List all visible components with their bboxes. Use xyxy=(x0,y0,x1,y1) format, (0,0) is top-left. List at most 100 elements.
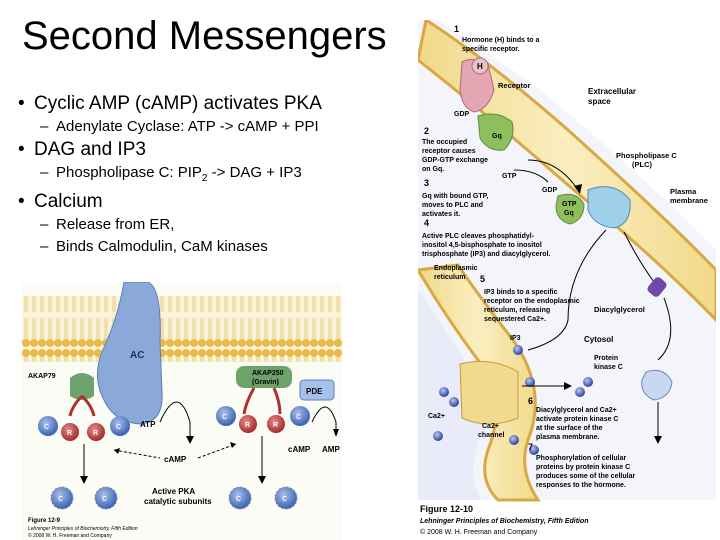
svg-text:R: R xyxy=(67,430,72,437)
er-membrane-shape xyxy=(418,263,541,502)
figure-12-9-pka-diagram: AC AKAP79 C R R C ATP cAMP AKAP250 (Grav… xyxy=(22,282,342,540)
figure-12-10-plc-diagram: H Receptor 1 Hormone (H) binds to a spec… xyxy=(418,20,716,536)
label-gq: Gq xyxy=(492,133,502,140)
svg-text:C: C xyxy=(222,414,227,421)
step-5-text-b: receptor on the endoplasmic xyxy=(484,298,580,305)
step-4-number: 4 xyxy=(424,218,429,228)
label-amp: AMP xyxy=(322,445,340,454)
step-2-number: 2 xyxy=(424,126,429,136)
label-reticulum: reticulum xyxy=(434,274,466,281)
active-catalytic-subunits: C C C C xyxy=(50,486,298,510)
step-6-text-a: Diacylglycerol and Ca2+ xyxy=(536,407,617,414)
label-ca-channel: channel xyxy=(478,432,505,439)
step-6-text-c: at the surface of the xyxy=(536,425,603,432)
akap79-shape xyxy=(70,373,94,400)
step-6-text-d: plasma membrane. xyxy=(536,434,599,441)
svg-text:C: C xyxy=(102,496,107,503)
bullet-list: Cyclic AMP (cAMP) activates PKA Adenylat… xyxy=(10,92,410,258)
label-camp: cAMP xyxy=(164,455,187,464)
label-active-pka: Active PKA xyxy=(152,487,195,496)
step-3-number: 3 xyxy=(424,178,429,188)
gq-gtp-shape xyxy=(555,193,585,225)
step-2-text-c: GDP-GTP exchange xyxy=(422,157,488,164)
label-ca-channel-ca: Ca2+ xyxy=(482,423,499,430)
step-3-text-c: activates it. xyxy=(422,211,460,218)
step-7-text-c: produces some of the cellular xyxy=(536,473,635,480)
svg-text:C: C xyxy=(58,496,63,503)
slide-title: Second Messengers xyxy=(22,14,387,58)
pka-r-subunit xyxy=(61,423,79,441)
label-h: H xyxy=(477,62,483,71)
hormone-shape xyxy=(471,57,489,75)
step-1-text-a: Hormone (H) binds to a xyxy=(462,37,539,44)
svg-text:C: C xyxy=(236,496,241,503)
svg-text:C: C xyxy=(282,496,287,503)
dag-molecule xyxy=(647,277,667,297)
gq-protein-shape xyxy=(477,113,514,151)
pka-c-subunit xyxy=(290,406,310,426)
svg-text:R: R xyxy=(93,430,98,437)
step-7-number: 7 xyxy=(528,442,533,452)
step-4-text-c: trisphosphate (IP3) and diacylglycerol. xyxy=(422,251,550,258)
label-gdp: GDP xyxy=(454,111,470,118)
label-phospholipase: Phospholipase C xyxy=(616,151,677,160)
fig-12-10-number: Figure 12-10 xyxy=(420,504,473,514)
label-membrane: membrane xyxy=(670,196,708,205)
plc-shape xyxy=(587,186,631,229)
step-7-text-d: responses to the hormone. xyxy=(536,482,626,489)
pkc-shape xyxy=(641,369,673,401)
fig-12-10-book: Lehninger Principles of Biochemistry, Fi… xyxy=(420,518,589,525)
fig-12-9-copyright: © 2008 W. H. Freeman and Company xyxy=(28,532,112,539)
label-gq-2: Gq xyxy=(564,210,574,217)
label-pde: PDE xyxy=(306,387,323,396)
calcium-ions xyxy=(433,377,593,455)
label-atp: ATP xyxy=(140,420,156,429)
step-7-text-b: proteins by protein kinase C xyxy=(536,464,630,471)
svg-text:R: R xyxy=(273,422,278,429)
label-gtp-2: GTP xyxy=(562,201,577,208)
step-6-text-b: activate protein kinase C xyxy=(536,416,618,423)
label-akap250: AKAP250 xyxy=(252,370,284,377)
label-receptor: Receptor xyxy=(498,81,531,90)
label-space: space xyxy=(588,97,611,106)
step-6-number: 6 xyxy=(528,396,533,406)
label-extracellular: Extracellular xyxy=(588,87,636,96)
step-2-text-a: The occupied xyxy=(422,139,467,146)
label-plasma: Plasma xyxy=(670,187,697,196)
step-3-text-a: Gq with bound GTP, xyxy=(422,193,488,200)
label-protein: Protein xyxy=(594,355,618,362)
svg-text:C: C xyxy=(44,424,49,431)
svg-text:R: R xyxy=(245,422,250,429)
label-ca: Ca2+ xyxy=(428,413,445,420)
bullet-camp: Cyclic AMP (cAMP) activates PKA xyxy=(10,92,410,116)
pka-c-subunit xyxy=(216,406,236,426)
bullet-calcium: Calcium xyxy=(10,190,410,214)
sub-bullet-calmodulin: Binds Calmodulin, CaM kinases xyxy=(10,236,410,258)
fig-12-9-number: Figure 12-9 xyxy=(28,518,61,524)
sub-bullet-plc: Phospholipase C: PIP2 -> DAG + IP3 xyxy=(10,162,410,190)
membrane-bilayer xyxy=(22,296,342,362)
label-diacylglycerol: Diacylglycerol xyxy=(594,305,645,314)
step-1-number: 1 xyxy=(454,24,459,34)
pka-r-subunit xyxy=(267,415,285,433)
step-7-text-a: Phosphorylation of cellular xyxy=(536,455,627,462)
pka-r-subunit xyxy=(87,423,105,441)
label-endoplasmic: Endoplasmic xyxy=(434,265,478,272)
label-catalytic-subunits: catalytic subunits xyxy=(144,497,212,506)
step-5-text-d: sequestered Ca2+. xyxy=(484,316,546,323)
sub-bullet-adenylate: Adenylate Cyclase: ATP -> cAMP + PPI xyxy=(10,116,410,138)
sub-bullet-er: Release from ER, xyxy=(10,214,410,236)
label-gdp-2: GDP xyxy=(542,187,558,194)
step-2-text-d: on Gq. xyxy=(422,166,444,173)
label-akap79: AKAP79 xyxy=(28,373,56,380)
pka-c-subunit xyxy=(110,416,130,436)
label-ac: AC xyxy=(130,350,144,361)
fig-12-9-book: Lehninger Principles of Biochemistry, Fi… xyxy=(28,526,138,532)
step-5-text-c: reticulum, releasing xyxy=(484,307,550,314)
svg-text:C: C xyxy=(296,414,301,421)
pde-shape xyxy=(299,379,335,401)
fig-12-10-copyright: © 2008 W. H. Freeman and Company xyxy=(420,528,538,536)
label-cytosol: Cytosol xyxy=(584,335,613,344)
label-gtp: GTP xyxy=(502,173,517,180)
label-kinase-c: kinase C xyxy=(594,364,623,371)
